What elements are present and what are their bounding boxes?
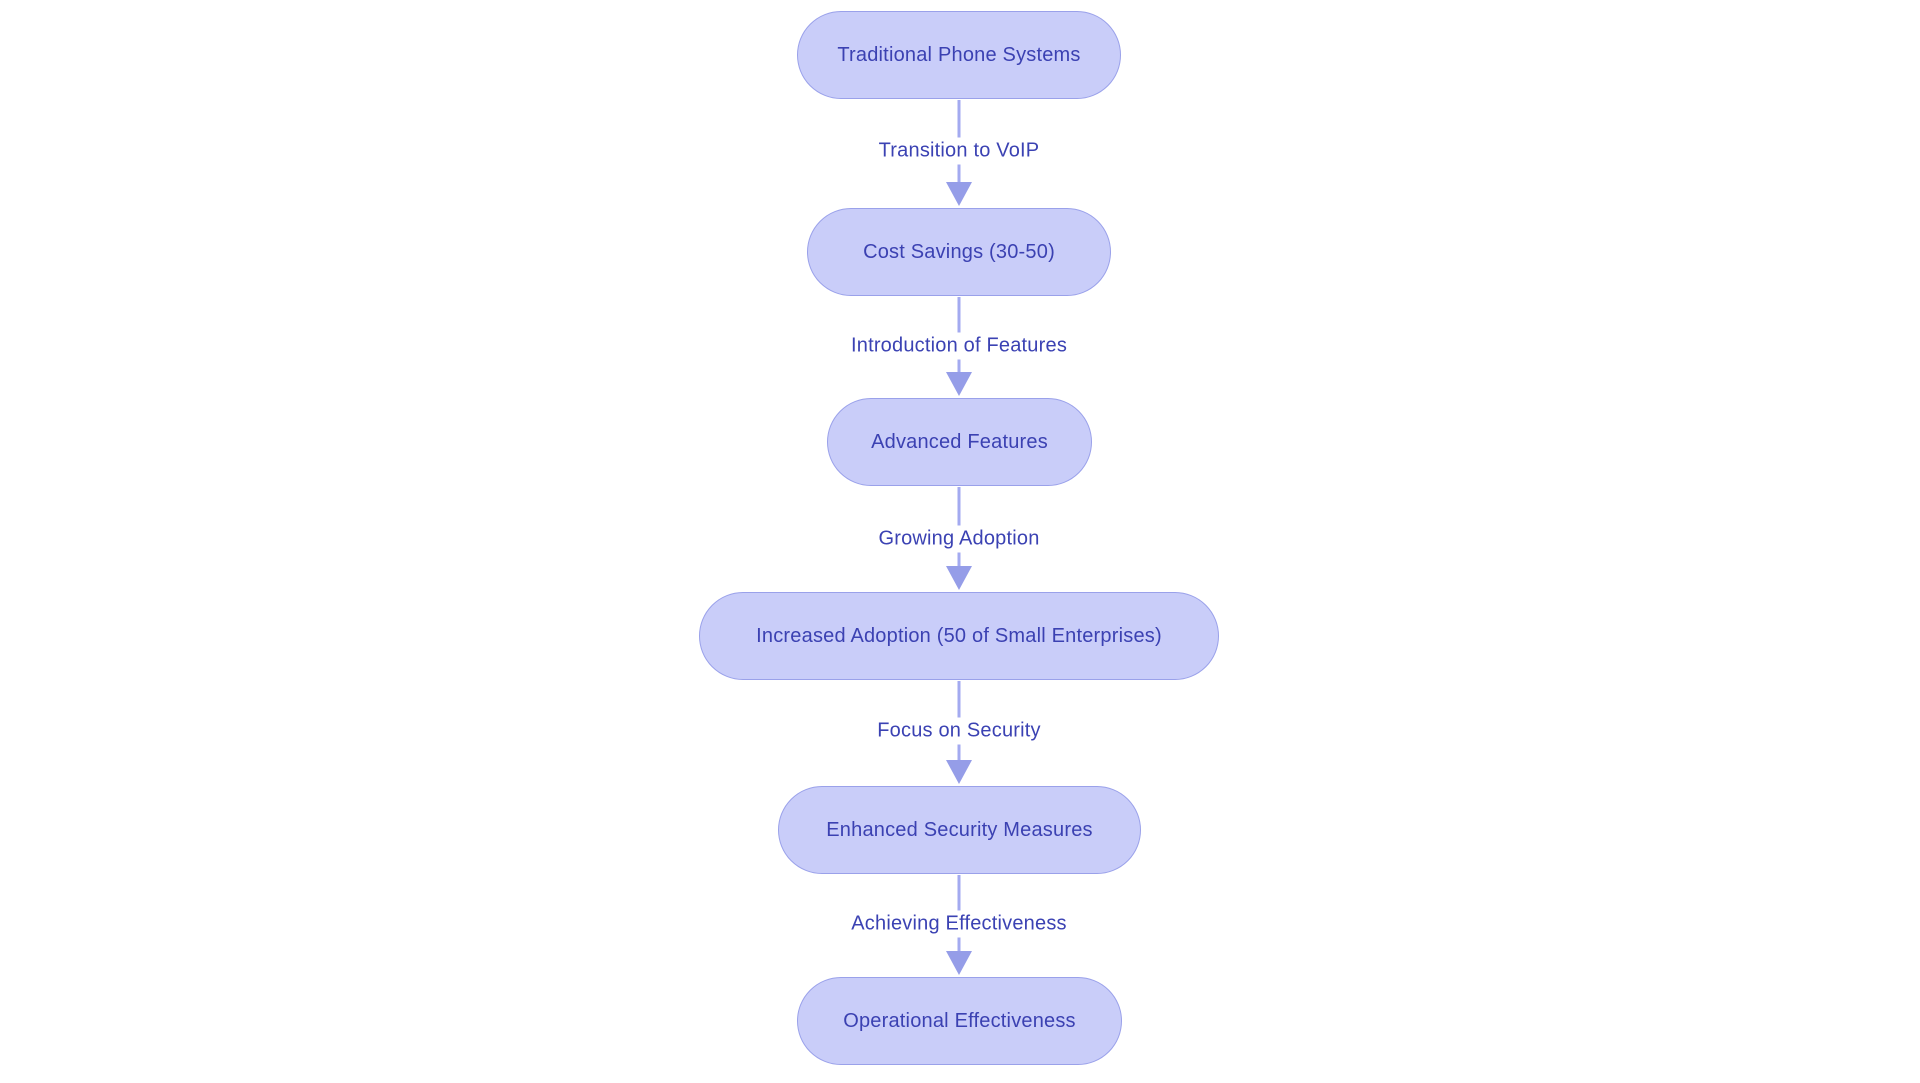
flow-node-label: Cost Savings (30-50) — [863, 240, 1055, 263]
flow-node-operational-effectiveness: Operational Effectiveness — [797, 977, 1122, 1065]
flow-node-label: Enhanced Security Measures — [826, 818, 1093, 841]
arrow-down-icon — [946, 182, 972, 206]
flow-node-increased-adoption: Increased Adoption (50 of Small Enterpri… — [699, 592, 1219, 680]
flow-node-label: Increased Adoption (50 of Small Enterpri… — [756, 624, 1162, 647]
edge-label-achieving-effectiveness: Achieving Effectiveness — [843, 910, 1075, 938]
edge-label-transition-to-voip: Transition to VoIP — [870, 137, 1048, 165]
flow-node-label: Advanced Features — [871, 430, 1048, 453]
edge-label-focus-on-security: Focus on Security — [869, 717, 1049, 745]
flow-node-label: Operational Effectiveness — [843, 1009, 1076, 1032]
flow-node-enhanced-security-measures: Enhanced Security Measures — [778, 786, 1141, 874]
edge-label-introduction-of-features: Introduction of Features — [842, 332, 1076, 360]
flow-node-advanced-features: Advanced Features — [827, 398, 1092, 486]
arrow-down-icon — [946, 760, 972, 784]
arrow-down-icon — [946, 566, 972, 590]
flow-node-label: Traditional Phone Systems — [837, 43, 1081, 66]
arrow-down-icon — [946, 951, 972, 975]
flow-node-traditional-phone-systems: Traditional Phone Systems — [797, 11, 1121, 99]
flow-node-cost-savings: Cost Savings (30-50) — [807, 208, 1111, 296]
edge-label-growing-adoption: Growing Adoption — [870, 525, 1048, 553]
arrow-down-icon — [946, 372, 972, 396]
